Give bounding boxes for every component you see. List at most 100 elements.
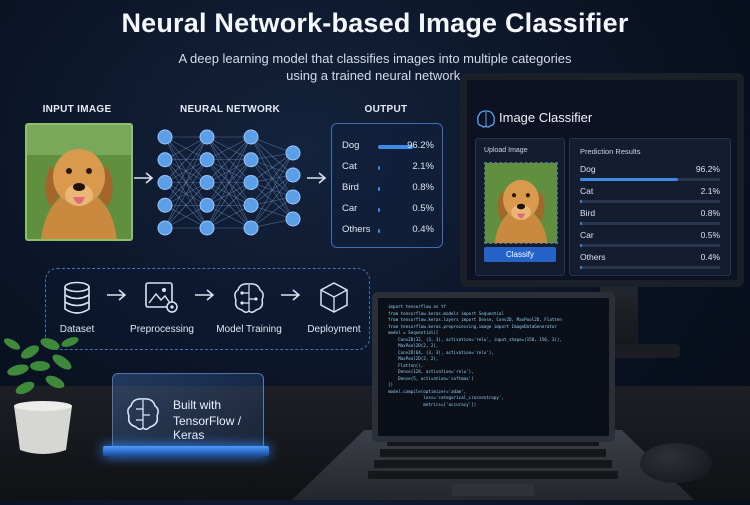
code-line: MaxPool2D(2, 2), xyxy=(388,356,439,361)
network-connection xyxy=(206,136,252,206)
network-node xyxy=(199,152,215,168)
prediction-value: 96.2% xyxy=(695,164,720,174)
network-node xyxy=(199,197,215,213)
subtitle-line-1: A deep learning model that classifies im… xyxy=(178,51,572,66)
upload-label: Upload Image xyxy=(484,147,528,154)
uploaded-image[interactable] xyxy=(484,162,558,244)
prediction-class-label: Dog xyxy=(580,164,596,174)
step-dataset-label: Dataset xyxy=(59,324,95,335)
prediction-track xyxy=(580,244,720,247)
sign-base xyxy=(103,446,269,456)
code-line: import tensorflow as tf xyxy=(388,304,446,309)
prediction-class-label: Others xyxy=(580,252,606,262)
code-line: from tensorflow.keras.preprocessing.imag… xyxy=(388,323,557,329)
built-with-sign: Built with TensorFlow / Keras xyxy=(112,373,264,452)
network-connection xyxy=(164,159,208,229)
step-model-training-label: Model Training xyxy=(216,324,282,335)
code-line: Conv2D(32, (3, 3), activation='relu', in… xyxy=(388,336,562,342)
prediction-fill xyxy=(580,244,582,247)
output-probability-value: 0.5% xyxy=(412,203,434,214)
network-connection xyxy=(164,136,208,161)
network-connection xyxy=(164,136,208,229)
prediction-value: 0.5% xyxy=(700,230,720,240)
network-node xyxy=(199,220,215,236)
upload-panel: Upload Image Classify xyxy=(475,138,565,276)
pipeline-panel: Dataset Preprocessing Model Training Dep… xyxy=(45,268,370,350)
input-dog-image xyxy=(25,123,133,241)
network-node xyxy=(243,197,259,213)
code-line: metrics=['accuracy']) xyxy=(388,401,477,407)
network-node xyxy=(243,152,259,168)
output-class-label: Cat xyxy=(342,161,357,172)
arrow-icon xyxy=(195,289,215,301)
monitor: Image Classifier Upload Image Classify P… xyxy=(460,73,744,287)
brain-circuit-icon xyxy=(127,398,159,431)
network-node xyxy=(157,197,173,213)
network-connection xyxy=(250,152,294,183)
image-gear-icon xyxy=(145,282,178,313)
network-node xyxy=(157,129,173,145)
network-connection xyxy=(250,152,294,206)
network-node xyxy=(199,129,215,145)
prediction-row: Dog 96.2% xyxy=(580,164,720,194)
code-line: loss='categorical_crossentropy', xyxy=(388,395,504,400)
potted-plant xyxy=(0,322,95,467)
network-connection xyxy=(164,182,208,229)
input-image-label: INPUT IMAGE xyxy=(42,104,112,115)
brain-icon xyxy=(477,110,495,128)
app-title: Image Classifier xyxy=(499,110,593,125)
step-deployment-label: Deployment xyxy=(307,324,361,335)
network-connection xyxy=(206,136,252,161)
network-node xyxy=(243,220,259,236)
classify-button[interactable]: Classify xyxy=(484,247,556,262)
output-probability-bar xyxy=(378,145,413,149)
network-connection xyxy=(250,159,294,220)
prediction-row: Cat 2.1% xyxy=(580,186,720,216)
network-connection xyxy=(206,182,252,229)
output-label: OUTPUT xyxy=(364,104,408,115)
prediction-class-label: Cat xyxy=(580,186,594,196)
arrow-icon xyxy=(281,289,301,301)
network-node xyxy=(285,211,301,227)
network-node xyxy=(199,175,215,190)
network-connection xyxy=(164,204,208,229)
prediction-results-panel: Prediction Results Dog 96.2% Cat 2.1% Bird 0.… xyxy=(569,138,731,276)
network-connection xyxy=(206,136,252,183)
network-node xyxy=(243,175,259,190)
output-class-label: Others xyxy=(342,224,371,235)
neural-network-diagram xyxy=(157,129,301,236)
step-preprocessing-label: Preprocessing xyxy=(130,324,194,335)
dog-thumbnail xyxy=(485,163,557,243)
prediction-value: 2.1% xyxy=(700,186,720,196)
cube-icon xyxy=(320,282,348,313)
output-class-label: Bird xyxy=(342,182,359,193)
output-probability-bar xyxy=(378,166,380,170)
code-line: from tensorflow.keras.layers import Dens… xyxy=(388,317,562,322)
output-probability-value: 0.4% xyxy=(412,224,434,235)
network-connection xyxy=(164,136,208,206)
network-connection xyxy=(250,159,294,198)
output-row: Cat 2.1% xyxy=(342,159,434,177)
code-line: Dense(128, activation='relu'), xyxy=(388,369,474,374)
network-connection xyxy=(206,136,252,229)
arrow-network-to-output xyxy=(306,171,328,190)
prediction-row: Bird 0.8% xyxy=(580,208,720,238)
prediction-class-label: Bird xyxy=(580,208,596,218)
network-connection xyxy=(206,204,252,229)
network-node xyxy=(285,145,301,161)
output-probability-value: 2.1% xyxy=(412,161,434,172)
prediction-value: 0.8% xyxy=(700,208,720,218)
results-label: Prediction Results xyxy=(580,147,641,156)
output-class-label: Dog xyxy=(342,140,360,151)
code-line: from tensorflow.keras.models import Sequ… xyxy=(388,310,504,316)
arrow-icon xyxy=(107,289,127,301)
network-connection xyxy=(250,174,294,229)
network-connection xyxy=(164,136,208,183)
output-row: Others 0.4% xyxy=(342,222,434,240)
code-line: MaxPool2D(2, 2), xyxy=(388,343,439,348)
